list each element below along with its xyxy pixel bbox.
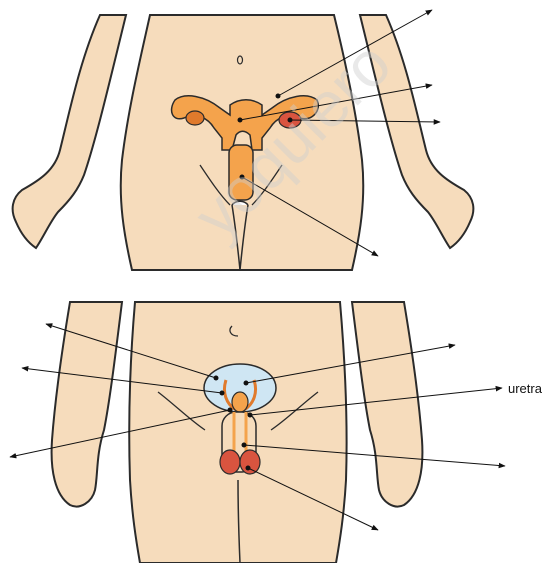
male-right-arm — [352, 302, 422, 507]
female-right-arm — [360, 15, 473, 248]
urethra-label: uretra — [508, 382, 542, 395]
female-left-arm — [13, 15, 126, 248]
male-left-arm — [52, 302, 122, 507]
male-figure — [10, 302, 505, 563]
